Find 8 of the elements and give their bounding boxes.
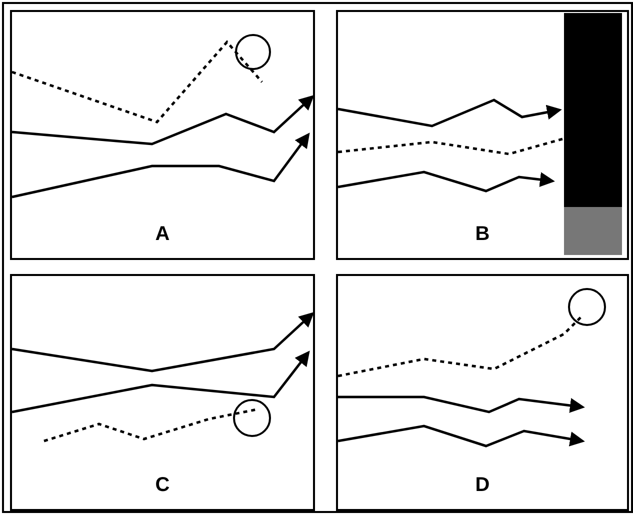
panel-letter: C	[155, 474, 170, 497]
panel-letter: D	[475, 474, 490, 497]
panel-letter: A	[155, 223, 170, 246]
panel-letter: B	[475, 223, 490, 246]
panel	[336, 10, 629, 260]
panel	[336, 274, 629, 511]
panel	[10, 10, 315, 260]
panel	[10, 274, 315, 511]
